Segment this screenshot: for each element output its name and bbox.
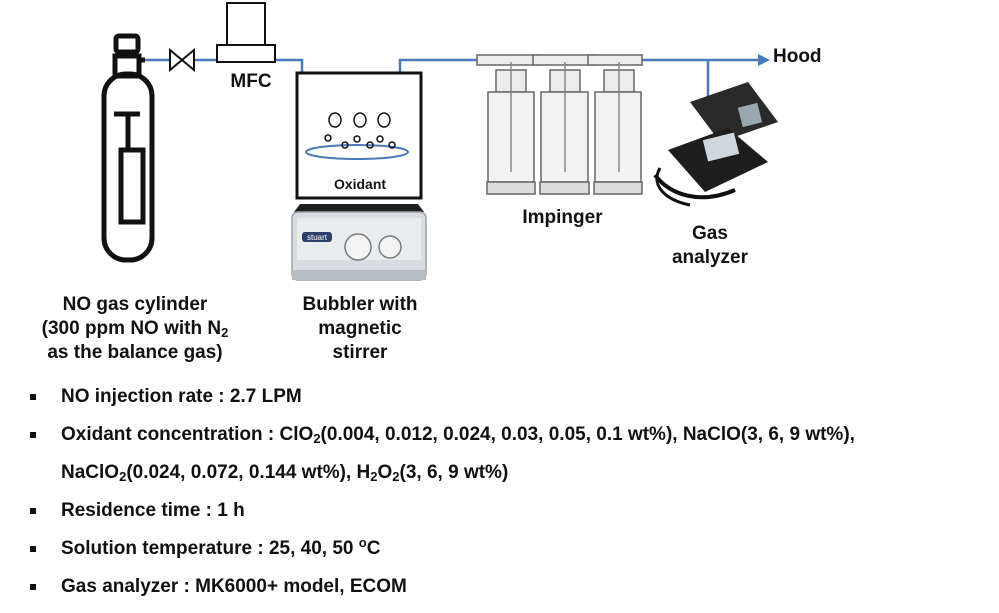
valve-icon <box>169 47 195 73</box>
condition-oxidant-concentration: Oxidant concentration : ClO2(0.004, 0.01… <box>30 420 990 458</box>
gas-analyzer-label-line2: analyzer <box>671 247 749 268</box>
oxidant-label: Oxidant <box>333 176 387 192</box>
condition-injection-rate: NO injection rate : 2.7 LPM <box>30 382 990 420</box>
condition-oxidant-concentration-cont: NaClO2(0.024, 0.072, 0.144 wt%), H2O2(3,… <box>61 462 509 484</box>
bullet-icon <box>30 432 36 438</box>
svg-text:stuart: stuart <box>307 233 328 242</box>
gas-cylinder-icon <box>101 33 155 263</box>
gas-analyzer-label: Gas analyzer <box>650 222 770 270</box>
gas-analyzer-label-line1: Gas <box>692 223 728 244</box>
bubbler-label-line3: stirrer <box>332 342 388 363</box>
mfc-label: MFC <box>230 71 272 92</box>
bullet-icon <box>30 584 36 590</box>
impinger-label: Impinger <box>522 207 603 228</box>
bubbler-label-line1: Bubbler with <box>302 294 418 315</box>
hood-label: Hood <box>773 46 822 67</box>
gas-cylinder-label-line2: (300 ppm NO with N2 <box>41 318 229 340</box>
gas-cylinder-label-line1: NO gas cylinder <box>62 294 208 315</box>
impinger-icon <box>476 54 643 195</box>
condition-gas-analyzer: Gas analyzer : MK6000+ model, ECOM <box>30 572 990 610</box>
condition-residence-time: Residence time : 1 h <box>30 496 990 534</box>
bubbler-label-line2: magnetic <box>318 318 402 339</box>
bubbler-label: Bubbler with magnetic stirrer <box>285 293 435 365</box>
gas-cylinder-label: NO gas cylinder (300 ppm NO with N2 as t… <box>30 293 240 365</box>
bullet-icon <box>30 394 36 400</box>
mfc-icon <box>216 2 276 63</box>
bubbler-box <box>295 71 423 200</box>
apparatus-diagram: stuart <box>101 2 778 281</box>
gas-cylinder-label-line3: as the balance gas) <box>47 342 223 363</box>
bullet-icon <box>30 546 36 552</box>
magnetic-stirrer-icon: stuart <box>291 204 427 281</box>
conditions-list: NO injection rate : 2.7 LPM Oxidant conc… <box>30 382 990 610</box>
hood-arrow-icon <box>758 54 770 66</box>
bullet-icon <box>30 508 36 514</box>
condition-solution-temperature: Solution temperature : 25, 40, 50 oC <box>30 534 990 572</box>
gas-analyzer-icon <box>653 82 778 207</box>
